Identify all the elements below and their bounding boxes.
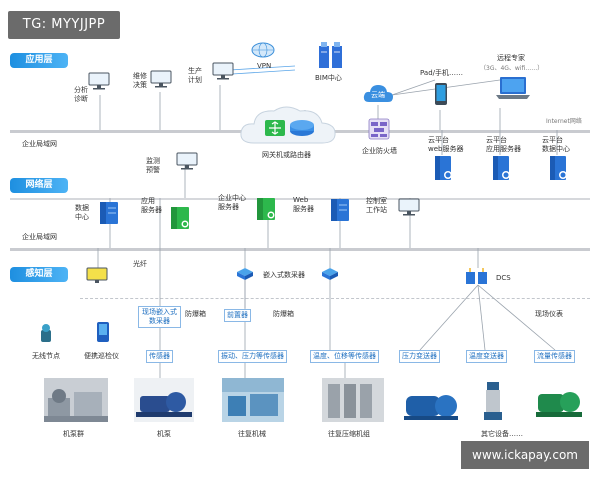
anti-explosion-label-1: 防爆箱: [185, 310, 206, 318]
portable-inspector-icon: [97, 322, 109, 342]
vacuum-pump-photo: [404, 395, 458, 420]
portable-label: 便携巡检仪: [84, 352, 119, 360]
cloud-web-server-icon: [435, 156, 452, 180]
perception-dash-line: [80, 298, 590, 299]
pad-label: Pad/手机……: [420, 69, 463, 77]
bim-label: BIM中心: [315, 74, 342, 82]
bim-server-icon: [319, 42, 342, 68]
laptop-icon: [496, 77, 530, 99]
control-station-icon: [398, 198, 420, 216]
wireless-node-icon: [41, 324, 51, 342]
cloud-db-label: 云平台数据中心: [542, 136, 570, 153]
cloud-label: 云端: [371, 91, 385, 99]
production-label: 生产计划: [188, 67, 202, 84]
field-meter-label: 现场仪表: [535, 310, 563, 318]
site-watermark: www.ickapay.com: [461, 441, 589, 469]
pump-group-photo: [44, 378, 108, 422]
data-center-label: 数据中心: [75, 204, 89, 221]
remote-expert-label: 远程专家: [497, 54, 525, 62]
internet-label: Internet网络: [546, 118, 582, 125]
firewall-icon: [368, 118, 390, 140]
cloud-icon: [363, 85, 393, 102]
wireless-node-label: 无线节点: [32, 352, 60, 360]
network-bus: [10, 198, 590, 200]
fiber-monitor-icon: [86, 267, 108, 283]
compressor-unit-photo: [322, 378, 384, 422]
monitor-maintenance-icon: [150, 70, 172, 88]
submersible-pump-photo: [484, 382, 502, 420]
pump-photo: [134, 378, 194, 422]
remote-expert-sub: （3G、4G、wifi……）: [480, 65, 544, 72]
gateway-router-icon: [240, 106, 336, 144]
sensor-box-2: 振动、压力等传感器: [218, 350, 287, 363]
web-server-icon: [331, 199, 349, 221]
lan-label-2: 企业局域网: [22, 233, 57, 241]
reciprocating-machine-photo: [222, 378, 284, 422]
embedded-collector-icon: [237, 268, 253, 280]
lan-bus-2: [10, 248, 590, 251]
control-station-label: 控制室工作站: [366, 197, 387, 214]
monitor-production-icon: [212, 62, 234, 80]
channel-tag: TG: MYYJJPP: [8, 11, 120, 39]
preamp-box: 前置器: [224, 309, 251, 322]
cloud-app-label: 云平台应用服务器: [486, 136, 521, 153]
monitor-analysis-icon: [88, 72, 110, 90]
layer-network: 网络层: [10, 178, 68, 193]
equipment-label-5: 其它设备……: [481, 430, 523, 438]
equipment-label-2: 机泵: [157, 430, 171, 438]
equipment-label-1: 机泵群: [63, 430, 84, 438]
lan-label-1: 企业局域网: [22, 140, 57, 148]
pad-phone-icon: [435, 83, 447, 105]
cloud-db-server-icon: [550, 156, 567, 180]
vpn-globe-icon: [251, 42, 275, 58]
enterprise-server-label: 企业中心服务器: [218, 194, 246, 211]
maintenance-label: 维修决策: [133, 72, 147, 89]
app-server-label: 应用服务器: [141, 197, 162, 214]
site-embedded-box: 现场嵌入式数采器: [138, 306, 181, 328]
monitor-warning-icon: [176, 152, 198, 170]
embedded-collector-label: 嵌入式数采器: [263, 271, 305, 279]
fiber-label: 光纤: [133, 260, 147, 268]
cloud-app-server-icon: [493, 156, 510, 180]
data-center-server-icon: [100, 202, 118, 224]
sensor-box-6: 流量传感器: [534, 350, 575, 363]
sensor-box-1: 传感器: [146, 350, 173, 363]
layer-application: 应用层: [10, 53, 68, 68]
vpn-label: VPN: [257, 62, 272, 70]
gateway-label: 网关机或路由器: [262, 151, 311, 159]
dcs-icon: [466, 268, 487, 284]
sensor-box-5: 温度变送器: [466, 350, 507, 363]
firewall-label: 企业防火墙: [362, 147, 397, 155]
layer-perception: 感知层: [10, 267, 68, 282]
anti-explosion-label-2: 防爆箱: [273, 310, 294, 318]
dcs-label: DCS: [496, 274, 511, 282]
embedded-collector-2-icon: [322, 268, 338, 280]
sensor-box-3: 温度、位移等传感器: [310, 350, 379, 363]
equipment-label-3: 往复机械: [238, 430, 266, 438]
sensor-box-4: 压力变送器: [399, 350, 440, 363]
app-server-icon: [171, 207, 189, 229]
monitor-warning-label: 监测预警: [146, 157, 160, 174]
green-pump-photo: [536, 392, 582, 417]
equipment-label-4: 往复压缩机组: [328, 430, 370, 438]
enterprise-server-icon: [257, 198, 275, 220]
analysis-label: 分析诊断: [74, 86, 88, 103]
